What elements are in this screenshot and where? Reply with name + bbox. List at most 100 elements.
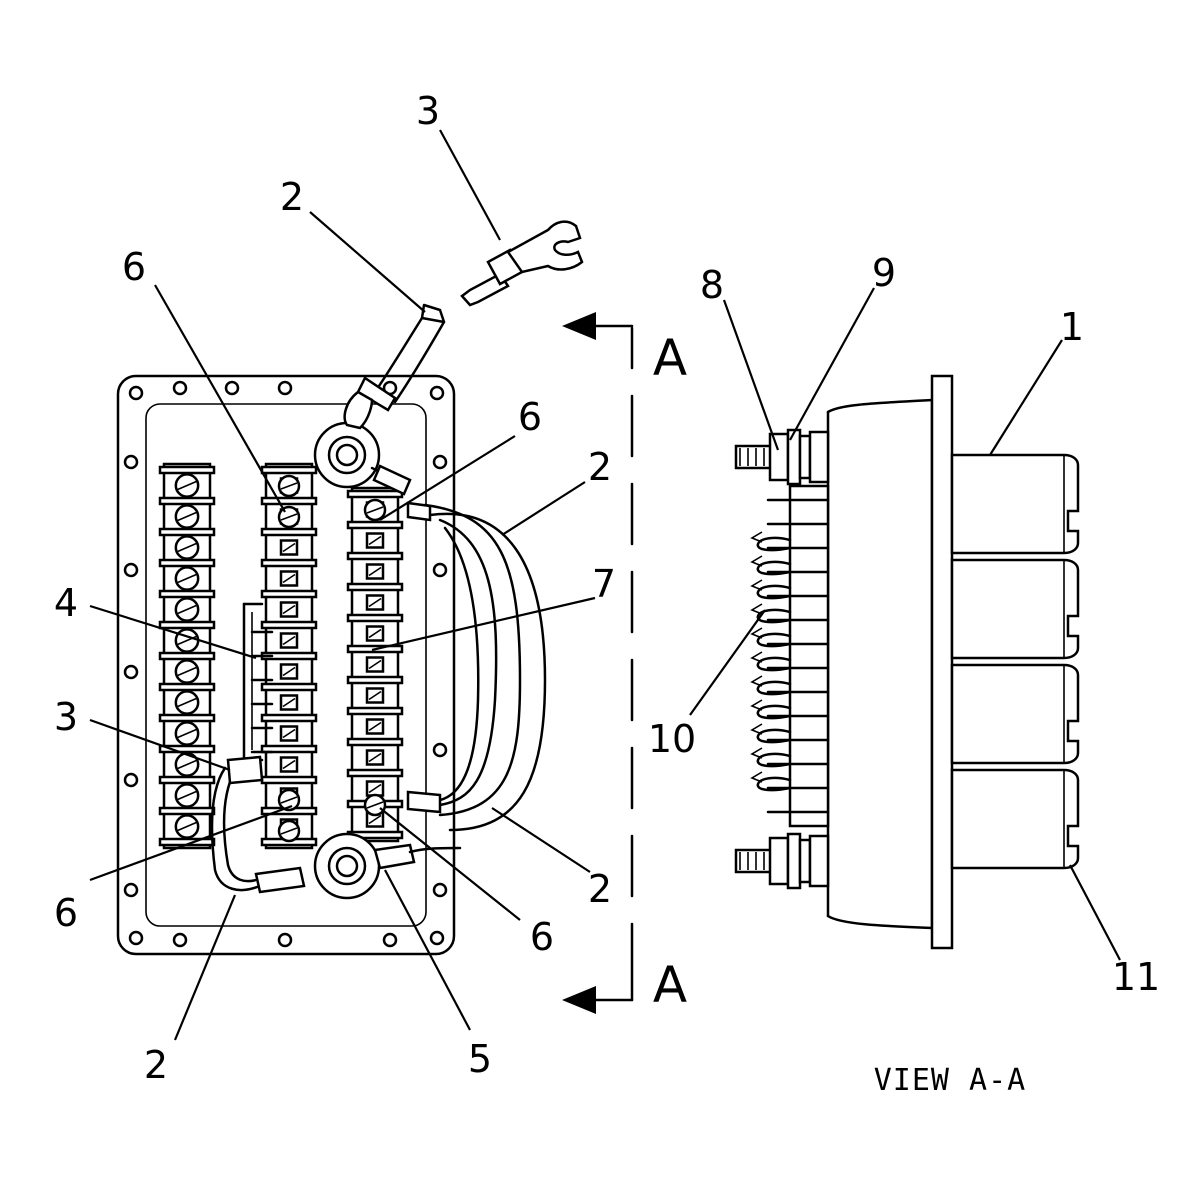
strip-separator — [346, 520, 404, 530]
clamp-hatch — [368, 566, 382, 577]
lug-tip — [750, 579, 763, 591]
clamp-hatch — [282, 542, 296, 553]
wire-lug — [756, 632, 792, 648]
clamp-hatch — [282, 573, 296, 584]
lug-tip — [750, 723, 763, 735]
strip-separator — [346, 489, 404, 499]
lug-tip — [750, 555, 763, 567]
view-caption: VIEW A-A — [874, 1063, 1027, 1098]
wire-lug — [756, 560, 792, 576]
callout-3-left: 3 — [54, 695, 78, 739]
wire-lug — [756, 584, 792, 600]
clamp-hatch — [282, 728, 296, 739]
clamp-hatch — [368, 690, 382, 701]
lug-tip — [750, 603, 763, 615]
screw-slot — [280, 513, 298, 521]
screw-slot — [177, 480, 197, 491]
strip-separator — [260, 713, 318, 723]
mounting-plate — [116, 374, 456, 956]
callout-6-bottom-left: 6 — [54, 891, 78, 935]
strip-separator — [158, 620, 216, 630]
stud-upper — [734, 428, 830, 486]
ground-stud-top — [313, 421, 381, 489]
wire-lug — [756, 704, 792, 720]
jumper-bar — [242, 602, 264, 762]
screw-slot — [177, 542, 197, 553]
terminal-strip-left — [158, 462, 216, 850]
wire-lug — [756, 536, 792, 552]
callout-3-top: 3 — [416, 89, 440, 133]
relay-body — [950, 558, 1080, 660]
wires — [210, 303, 547, 894]
strip-separator — [346, 675, 404, 685]
clamp-hatch — [368, 628, 382, 639]
relay-bodies — [950, 453, 1080, 870]
strip-separator — [158, 465, 216, 475]
strip-separator — [158, 744, 216, 754]
callout-1: 1 — [1060, 305, 1084, 349]
strip-separator — [346, 706, 404, 716]
ground-stud-bottom — [313, 832, 381, 900]
strip-separator — [260, 682, 318, 692]
callout-9: 9 — [872, 251, 896, 295]
strip-separator — [158, 527, 216, 537]
arrow-bottom-icon — [562, 986, 596, 1014]
section-label-top: A — [653, 329, 687, 387]
strip-separator — [158, 713, 216, 723]
strip-separator — [260, 775, 318, 785]
callout-8: 8 — [700, 263, 724, 307]
side-view — [734, 374, 1080, 950]
strip-separator — [260, 527, 318, 537]
screw-slot — [280, 482, 298, 490]
side-strip-body — [788, 484, 830, 828]
strip-separator — [260, 744, 318, 754]
strip-separator — [346, 613, 404, 623]
callout-6-bottom-right: 6 — [530, 915, 554, 959]
terminal-strip-right — [346, 486, 404, 843]
lug-tip — [750, 531, 763, 543]
strip-separator — [346, 768, 404, 778]
terminal-strip-middle — [250, 462, 318, 850]
wire-lug — [756, 752, 792, 768]
clamp-hatch — [368, 659, 382, 670]
strip-separator — [158, 496, 216, 506]
lug-tip — [750, 675, 763, 687]
wire-lug — [756, 656, 792, 672]
clamp-hatch — [368, 535, 382, 546]
strip-separator — [346, 737, 404, 747]
strip-separator — [260, 589, 318, 599]
wire-lug — [756, 680, 792, 696]
strip-separator — [158, 775, 216, 785]
callout-2-lower-right: 2 — [588, 867, 612, 911]
strip-separator — [158, 651, 216, 661]
relay-body — [950, 768, 1080, 870]
lug-tip — [750, 627, 763, 639]
lug-tip — [750, 771, 763, 783]
callout-2-top: 2 — [280, 175, 304, 219]
screw-slot — [177, 697, 197, 708]
callout-10: 10 — [648, 717, 696, 761]
section-label-bottom: A — [653, 956, 687, 1014]
mounting-holes — [123, 380, 448, 948]
clamp-hatch — [368, 814, 382, 825]
screw-slot — [177, 821, 197, 832]
clamp-hatch — [282, 635, 296, 646]
screw-slot — [177, 790, 197, 801]
spade-terminal — [460, 220, 584, 307]
clamp-hatch — [282, 697, 296, 708]
clamp-hatch — [282, 604, 296, 615]
screw-slot — [280, 827, 298, 835]
lug-tip — [750, 651, 763, 663]
screw-slot — [177, 666, 197, 677]
strip-separator — [260, 620, 318, 630]
wire-lug — [756, 776, 792, 792]
callout-7: 7 — [592, 562, 616, 606]
screw-slot — [177, 573, 197, 584]
screw-slot — [366, 506, 384, 514]
callout-6-top-right: 6 — [518, 395, 542, 439]
clamp-hatch — [368, 597, 382, 608]
screw-slot — [177, 511, 197, 522]
strip-separator — [158, 806, 216, 816]
clamp-hatch — [282, 666, 296, 677]
